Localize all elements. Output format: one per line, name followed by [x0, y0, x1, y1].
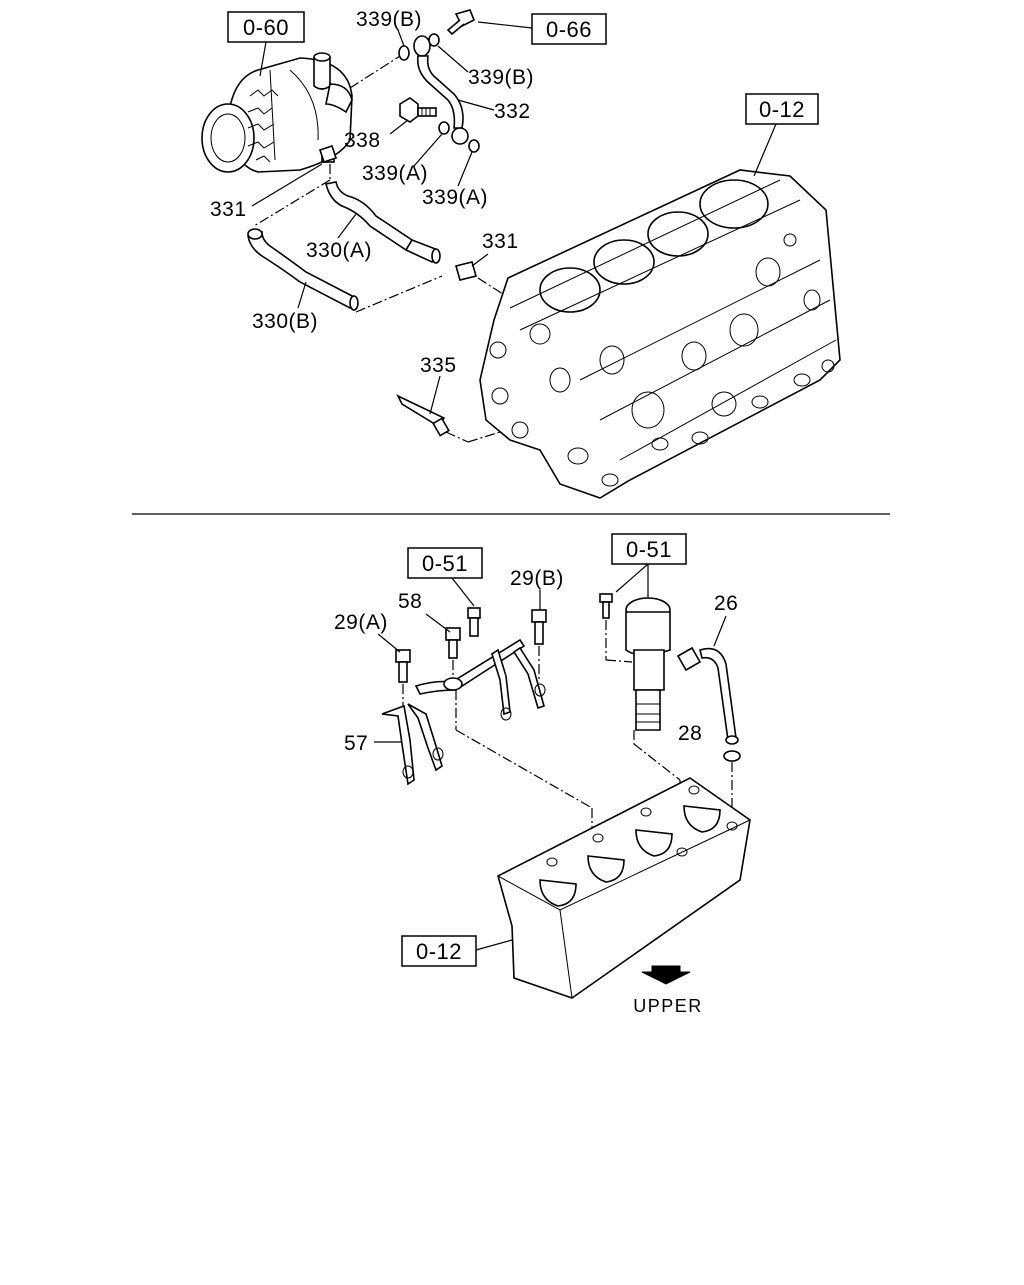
label-339a-left: 339(A) — [362, 162, 428, 185]
ref-box-sensor-group-label: 0-51 — [626, 537, 672, 562]
ref-box-block-lower — [401, 935, 477, 967]
sensor-housing-drawing — [625, 597, 671, 731]
bolt-29b-drawing — [531, 609, 547, 645]
clip-331-left-drawing — [318, 144, 338, 164]
hose-330a-drawing — [325, 181, 441, 264]
washer-339b-top-drawing — [398, 45, 410, 61]
label-330a: 330(A) — [306, 239, 372, 262]
down-arrow-icon — [641, 965, 691, 985]
label-57: 57 — [344, 732, 368, 755]
label-339b-right: 339(B) — [468, 66, 534, 89]
bolt-58-drawing — [445, 627, 461, 659]
label-28: 28 — [678, 722, 702, 745]
bolt-338-drawing — [399, 97, 437, 123]
ref-box-bolt — [531, 13, 607, 45]
label-331-left: 331 — [210, 198, 247, 221]
ref-box-block-upper — [745, 93, 819, 125]
label-29b: 29(B) — [510, 567, 564, 590]
washer-339a-left-drawing — [438, 121, 450, 135]
ref-box-block-lower-label: 0-12 — [416, 939, 462, 964]
washer-339a-right-drawing — [468, 139, 480, 153]
label-339b-top: 339(B) — [356, 8, 422, 31]
label-338: 338 — [344, 129, 381, 152]
alternator-drawing — [201, 52, 353, 173]
bolt-29a-drawing — [395, 649, 411, 683]
bolt-0-51-drawing — [467, 607, 481, 637]
cylinder-block-lower-drawing — [497, 777, 751, 999]
ref-box-jet-group-label: 0-51 — [422, 551, 468, 576]
clip-331-right-drawing — [455, 261, 477, 281]
ref-box-alternator-label: 0-60 — [243, 15, 289, 40]
ref-box-block-upper-label: 0-12 — [759, 97, 805, 122]
pin-335-drawing — [396, 394, 450, 437]
label-29a: 29(A) — [334, 611, 388, 634]
cylinder-block-upper-drawing — [479, 169, 841, 499]
ref-box-jet-group — [407, 547, 483, 579]
label-58: 58 — [398, 590, 422, 613]
ref-box-bolt-label: 0-66 — [546, 17, 592, 42]
label-26: 26 — [714, 592, 738, 615]
oil-sensor-26-drawing — [676, 646, 739, 745]
direction-label: UPPER — [633, 996, 703, 1016]
bolt-0-66-drawing — [446, 9, 476, 36]
label-331-right: 331 — [482, 230, 519, 253]
hose-330b-drawing — [247, 228, 359, 311]
label-330b: 330(B) — [252, 310, 318, 333]
seal-28-drawing — [723, 750, 741, 762]
label-332: 332 — [494, 100, 531, 123]
washer-339b-right-drawing — [428, 33, 440, 47]
label-339a-right: 339(A) — [422, 186, 488, 209]
label-335: 335 — [420, 354, 457, 377]
oil-jet-57-drawing — [381, 638, 546, 786]
bolt-sensor-drawing — [599, 593, 613, 619]
oil-pipe-332-drawing — [413, 35, 469, 145]
ref-box-sensor-group — [611, 533, 687, 565]
